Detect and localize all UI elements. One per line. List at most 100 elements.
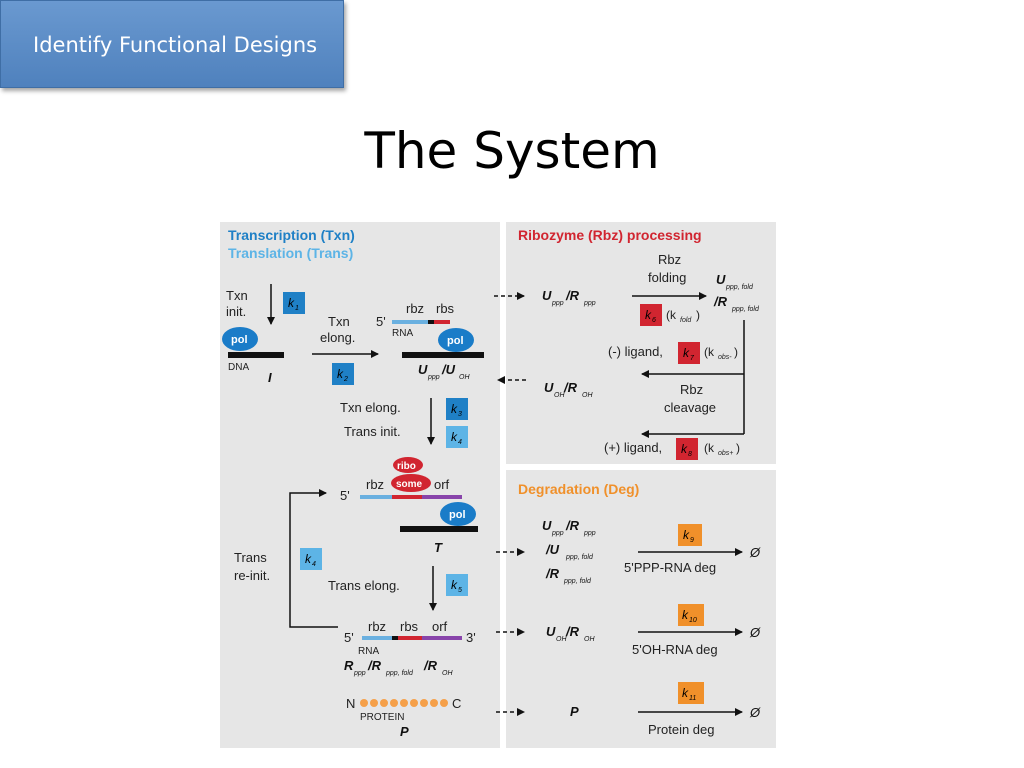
k5-label: k [451,578,458,592]
species-Uoh-sub: OH [459,374,470,381]
deg-row1-b: /R [565,518,580,533]
pol-blob-2 [438,328,474,352]
species-Uoh: /U [441,362,456,377]
deg-row1-c: /U [545,542,560,557]
rna-orf-seg-2 [422,495,462,499]
k6-sub: 6 [652,317,656,324]
k10-badge [678,604,704,626]
txn-elong-label: Txn [328,314,350,329]
k1-badge [283,292,305,314]
species-Uppp: U [418,362,428,377]
deg2-label: 5'OH-RNA deg [632,642,718,657]
rbs-label-3: rbs [400,619,419,634]
rna-rbs-seg-2 [392,495,422,499]
pol-label: pol [231,334,248,346]
five-prime-2: 5' [340,488,350,503]
rna-black-seg-1 [428,320,434,324]
deg3-label: Protein deg [648,722,715,737]
dna-label: DNA [228,362,249,373]
dna-bar-2 [402,352,484,358]
kobs-minus-sub: obs- [718,354,732,361]
k3-label: k [451,402,458,416]
k5-badge [446,574,468,596]
k8-label: k [681,442,688,456]
kobs-plus-close: ) [736,441,740,455]
rbz-panel-title: Ribozyme (Rbz) processing [518,227,702,243]
species-Roh: /R [423,658,438,673]
trans-reinit-label-2: re-init. [234,568,270,583]
k4-badge [446,426,468,448]
deg-row2-b-sub: OH [584,636,595,643]
rna-rbs-seg-1 [434,320,450,324]
k11-label: k [682,686,689,700]
rbz-label-1: rbz [406,301,424,316]
k3-badge [446,398,468,420]
ribo-label: ribo [397,461,416,472]
k7-badge [678,342,700,364]
protein-label: PROTEIN [360,712,404,723]
txn-title: Transcription (Txn) [228,227,355,243]
deg-row1-d: /R [545,566,560,581]
section-tag-label: Identify Functional Designs [33,33,318,57]
trans-elong-label: Trans elong. [328,578,400,593]
rbz-panel [506,222,776,464]
rbz-Ufold-sub: ppp, fold [725,284,754,291]
deg-row1-a: U [542,518,552,533]
rbz-Rppp: /R [565,288,580,303]
k4-label: k [451,430,458,444]
k6-label: k [645,308,652,322]
plus-ligand-label: (+) ligand, [604,440,662,455]
rbz-Roh-sub: OH [582,392,593,399]
k10-label: k [682,608,689,622]
rna-black-seg-3 [392,636,398,640]
trans-title: Translation (Trans) [228,245,353,261]
txn-init-label: Txn [226,288,248,303]
k1-label: k [288,296,295,310]
k3-sub: 3 [458,411,462,418]
k4b-badge [300,548,322,570]
rbz-cleavage-label: Rbz [680,382,703,397]
rbz-cleavage-label-2: cleavage [664,400,716,415]
protein-N: N [346,696,355,711]
k2-sub: 2 [343,376,348,383]
k6-badge [640,304,662,326]
species-I: I [268,370,272,385]
k2-badge [332,363,354,385]
kobs-plus-sub: obs+ [718,450,733,457]
k8-badge [676,438,698,460]
rbs-label-1: rbs [436,301,455,316]
rbz-Roh: /R [563,380,578,395]
species-Rfold-sub: ppp, fold [385,670,414,677]
rbz-folding-label: Rbz [658,252,681,267]
k1-sub: 1 [295,305,299,312]
k5-sub: 5 [458,587,462,594]
trans-reinit-label: Trans [234,550,267,565]
k2-label: k [337,367,344,381]
rbz-Uoh: U [544,380,554,395]
txn-init-label-2: init. [226,304,246,319]
rna-rbz-seg-3 [362,636,392,640]
rna-orf-seg-3 [422,636,462,640]
rbz-Rppp-sub: ppp [583,300,596,307]
null1: Ø [749,545,761,560]
species-Rppp: R [344,658,354,673]
rbz-Rfold-sub: ppp, fold [731,306,760,313]
txn-elong-label-b: Txn elong. [340,400,401,415]
deg-row2-a-sub: OH [556,636,567,643]
rbz-label-2: rbz [366,477,384,492]
rna-label-3: RNA [358,646,379,657]
kfold-sub: fold [680,317,692,324]
five-prime-1: 5' [376,314,386,329]
species-Uppp-sub: ppp [427,374,440,381]
protein-chain [360,699,448,707]
rbz-label-3: rbz [368,619,386,634]
k4b-sub: 4 [312,561,316,568]
kfold-label: (k [666,308,677,322]
k4-sub: 4 [458,439,462,446]
k7-label: k [683,346,690,360]
deg-panel [506,470,776,748]
orf-label-3: orf [432,619,448,634]
reinit-loop [289,489,338,628]
kobs-plus-label: (k [704,441,715,455]
rbz-Rfold: /R [713,294,728,309]
